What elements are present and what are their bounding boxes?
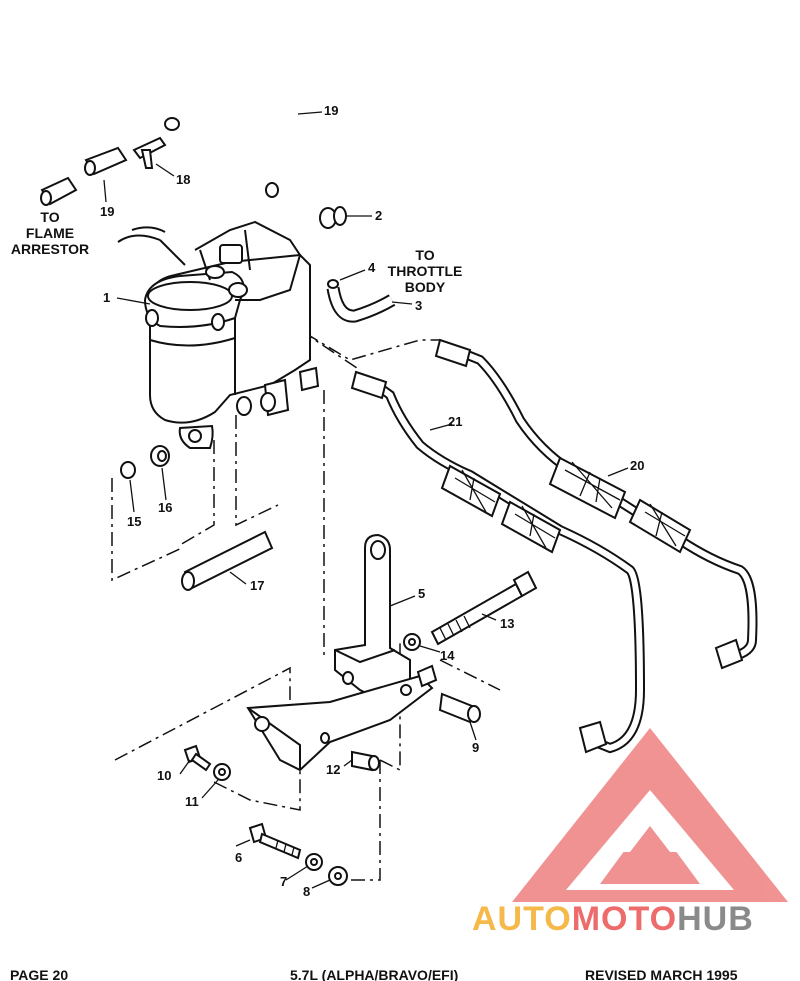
- callout-6: 6: [235, 850, 242, 865]
- washer-11: [213, 763, 231, 781]
- callout-4: 4: [368, 260, 376, 275]
- mounting-bracket: [334, 533, 411, 702]
- watermark-logo: [512, 728, 788, 902]
- callout-7: 7: [280, 874, 287, 889]
- grommet: [319, 206, 347, 229]
- note-flame-arrestor: TO FLAME ARRESTOR: [11, 209, 89, 257]
- footer-center: 5.7L (ALPHA/BRAVO/EFI): [290, 967, 458, 981]
- page-footer: PAGE 20 5.7L (ALPHA/BRAVO/EFI) REVISED M…: [10, 967, 738, 981]
- callout-20: 20: [630, 458, 644, 473]
- callout-13: 13: [500, 616, 514, 631]
- callout-15: 15: [127, 514, 141, 529]
- spacer-tube: [181, 530, 274, 591]
- svg-text:ARRESTOR: ARRESTOR: [11, 241, 89, 257]
- lower-plate-bracket: [246, 664, 438, 772]
- leader-lines: [103, 111, 629, 889]
- throttle-hose: [326, 279, 396, 323]
- watermark-hub: HUB: [677, 900, 754, 938]
- callout-18: 18: [176, 172, 190, 187]
- footer-left: PAGE 20: [10, 967, 68, 981]
- svg-text:THROTTLE: THROTTLE: [388, 263, 463, 279]
- watermark-text: AUTOMOTOHUB: [472, 900, 754, 938]
- callout-10: 10: [157, 768, 171, 783]
- callout-3: 3: [415, 298, 422, 313]
- spacer-9: [438, 692, 481, 724]
- callout-labels: 1 2 3 4 5 6 7 8 9 10 11 12 13 14 15 16 1…: [100, 103, 644, 899]
- callout-1: 1: [103, 290, 110, 305]
- note-throttle-body: TO THROTTLE BODY: [388, 247, 463, 295]
- grommets-15-16: [120, 445, 170, 479]
- bolt-13: [430, 570, 538, 646]
- assembly-dashed-lines: [111, 299, 501, 881]
- svg-text:BODY: BODY: [405, 279, 446, 295]
- washer-14: [403, 633, 421, 651]
- svg-text:TO: TO: [415, 247, 434, 263]
- washer-7: [305, 853, 323, 871]
- callout-12: 12: [326, 762, 340, 777]
- callout-5: 5: [418, 586, 425, 601]
- callout-19a: 19: [100, 204, 114, 219]
- watermark-moto: MOTO: [572, 900, 677, 938]
- washer-8: [328, 866, 348, 886]
- callout-14: 14: [440, 648, 455, 663]
- footer-right: REVISED MARCH 1995: [585, 967, 738, 981]
- fuel-cooler-module: [117, 220, 320, 449]
- svg-text:AUTOMOTOHUB: AUTOMOTOHUB: [472, 900, 754, 938]
- fuel-line-20: [434, 338, 758, 670]
- fuel-line-21: [350, 370, 646, 754]
- callout-2: 2: [375, 208, 382, 223]
- svg-text:TO: TO: [40, 209, 59, 225]
- callout-19b: 19: [324, 103, 338, 118]
- vent-hoses: [40, 99, 306, 206]
- watermark-auto: AUTO: [472, 900, 572, 938]
- callout-16: 16: [158, 500, 172, 515]
- svg-text:FLAME: FLAME: [26, 225, 74, 241]
- bolt-10: [183, 744, 212, 772]
- callout-11: 11: [185, 794, 199, 809]
- callout-9: 9: [472, 740, 479, 755]
- callout-17: 17: [250, 578, 264, 593]
- callout-21: 21: [448, 414, 462, 429]
- spacer-12: [351, 750, 380, 772]
- bolt-6: [248, 822, 302, 860]
- callout-8: 8: [303, 884, 310, 899]
